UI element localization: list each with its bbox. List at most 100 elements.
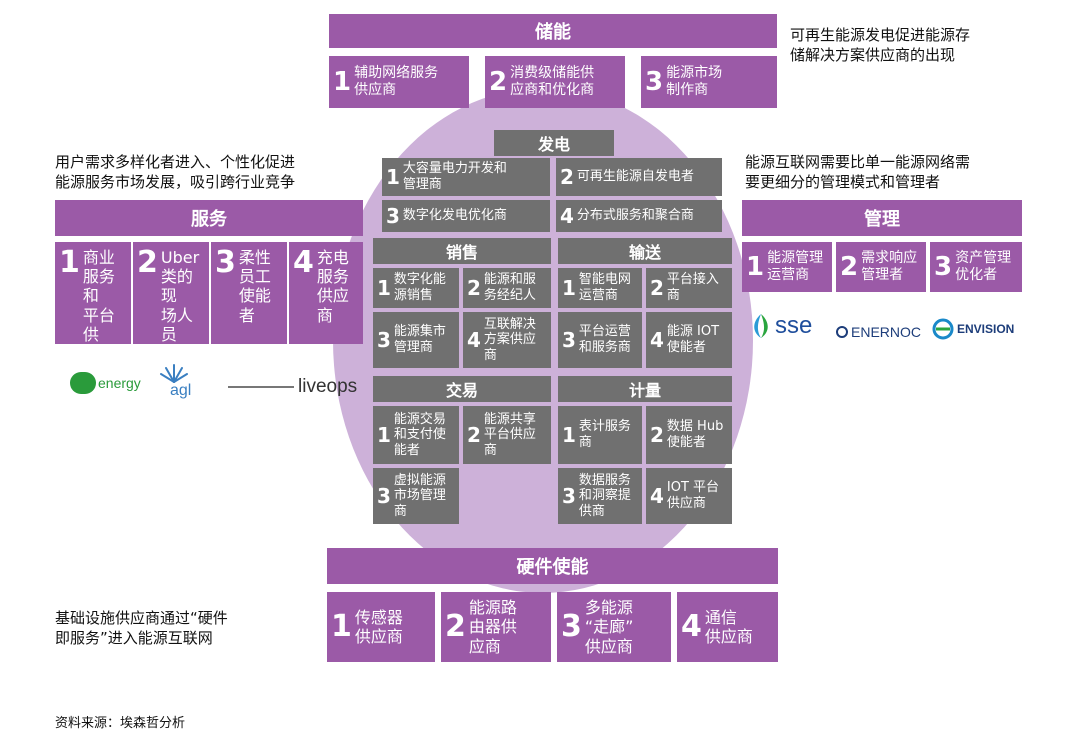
- item-label: 能源交易 和支付使 能者: [393, 411, 446, 458]
- item-number: 4: [681, 609, 702, 644]
- item-number: 1: [386, 165, 400, 189]
- item-number: 3: [934, 252, 953, 282]
- item-number: 4: [293, 245, 314, 280]
- item-label: 数据服务 和洞察提 供商: [578, 472, 631, 519]
- management-header: 管理: [742, 200, 1022, 236]
- item-label: 消费级储能供 应商和优化商: [510, 65, 595, 98]
- item-number: 1: [333, 67, 352, 97]
- item-label: 数字化发电优化商: [402, 208, 507, 224]
- item-number: 4: [650, 328, 664, 352]
- item-number: 2: [445, 609, 466, 644]
- item-label: 辅助网络服务 供应商: [354, 65, 439, 98]
- logo-text: ENERNOC: [851, 324, 922, 340]
- item-label: 智能电网 运营商: [578, 272, 631, 303]
- item-number: 2: [840, 252, 859, 282]
- item-label: 通信 供应商: [704, 607, 753, 646]
- item-number: 1: [562, 276, 576, 300]
- item-number: 4: [467, 328, 481, 352]
- item-number: 4: [650, 484, 664, 508]
- item-label: 表计服务 商: [578, 419, 631, 450]
- item-number: 2: [650, 276, 664, 300]
- item-label: 能源路 由器供 应商: [468, 598, 517, 656]
- item-label: 充电 服务 供应商: [316, 248, 349, 325]
- logo-text: agl: [170, 382, 192, 399]
- item-label: 传感器 供应商: [354, 607, 403, 646]
- envision-logo: ENVISION: [932, 318, 1014, 340]
- item-label: Uber 类的现 场人员 提供: [160, 248, 200, 344]
- item-label: 可再生能源自发电者: [576, 169, 694, 185]
- divider-line: [228, 386, 294, 388]
- item-number: 2: [489, 67, 508, 97]
- service-header: 服务: [55, 200, 363, 236]
- item-number: 3: [386, 204, 400, 228]
- item-number: 3: [561, 609, 582, 644]
- item-number: 3: [562, 328, 576, 352]
- item-number: 1: [377, 276, 391, 300]
- hardware-header: 硬件使能: [327, 548, 778, 584]
- item-label: 互联解决 方案供应 商: [483, 316, 536, 363]
- logo-text: sse: [775, 312, 813, 339]
- ovo-mark-icon: [70, 372, 96, 394]
- item-label: 资产管理 优化者: [955, 250, 1012, 283]
- item-label: 大容量电力开发和 管理商: [402, 161, 507, 192]
- item-number: 2: [467, 423, 481, 447]
- agl-logo: agl: [158, 362, 191, 400]
- logo-text: ENVISION: [957, 322, 1015, 336]
- item-number: 4: [560, 204, 574, 228]
- item-label: 多能源 “走廊” 供应商: [584, 598, 634, 656]
- item-label: IOT 平台 供应商: [666, 480, 720, 511]
- item-label: 需求响应 管理者: [861, 250, 918, 283]
- item-number: 3: [377, 328, 391, 352]
- item-label: 虚拟能源 市场管理 商: [393, 472, 446, 519]
- logo-text: liveops: [298, 376, 358, 397]
- item-number: 1: [331, 609, 352, 644]
- item-label: 能源 IOT 使能者: [666, 324, 720, 355]
- trading-header: 交易: [373, 376, 551, 402]
- transmission-header: 输送: [558, 238, 732, 264]
- item-number: 2: [650, 423, 664, 447]
- generation-header: 发电: [494, 130, 614, 156]
- item-number: 1: [59, 245, 80, 280]
- item-label: 柔性 员工 使能者: [238, 248, 271, 325]
- source-note: 资料来源：埃森哲分析: [55, 716, 186, 731]
- item-label: 能源共享 平台供应 商: [483, 411, 536, 458]
- item-label: 能源和服 务经纪人: [483, 272, 536, 303]
- ovo-energy-logo: energy: [70, 372, 141, 394]
- service-item-1: 1商业 服务和 平台供 应商: [55, 242, 131, 344]
- item-label: 平台运营 和服务商: [578, 324, 631, 355]
- storage-note: 可再生能源发电促进能源存 储解决方案供应商的出现: [790, 26, 971, 65]
- item-label: 数据 Hub 使能者: [666, 419, 724, 450]
- hardware-note: 基础设施供应商通过“硬件 即服务”进入能源互联网: [55, 609, 228, 648]
- storage-header: 储能: [329, 14, 777, 48]
- item-number: 3: [377, 484, 391, 508]
- envision-swirl-icon: [932, 318, 954, 340]
- logo-text: energy: [98, 375, 141, 391]
- sales-header: 销售: [373, 238, 551, 264]
- enernoc-logo: ENERNOC: [836, 324, 921, 340]
- item-number: 3: [215, 245, 236, 280]
- enernoc-ring-icon: [836, 326, 848, 338]
- liveops-logo: liveops: [228, 376, 357, 398]
- item-label: 平台接入 商: [666, 272, 719, 303]
